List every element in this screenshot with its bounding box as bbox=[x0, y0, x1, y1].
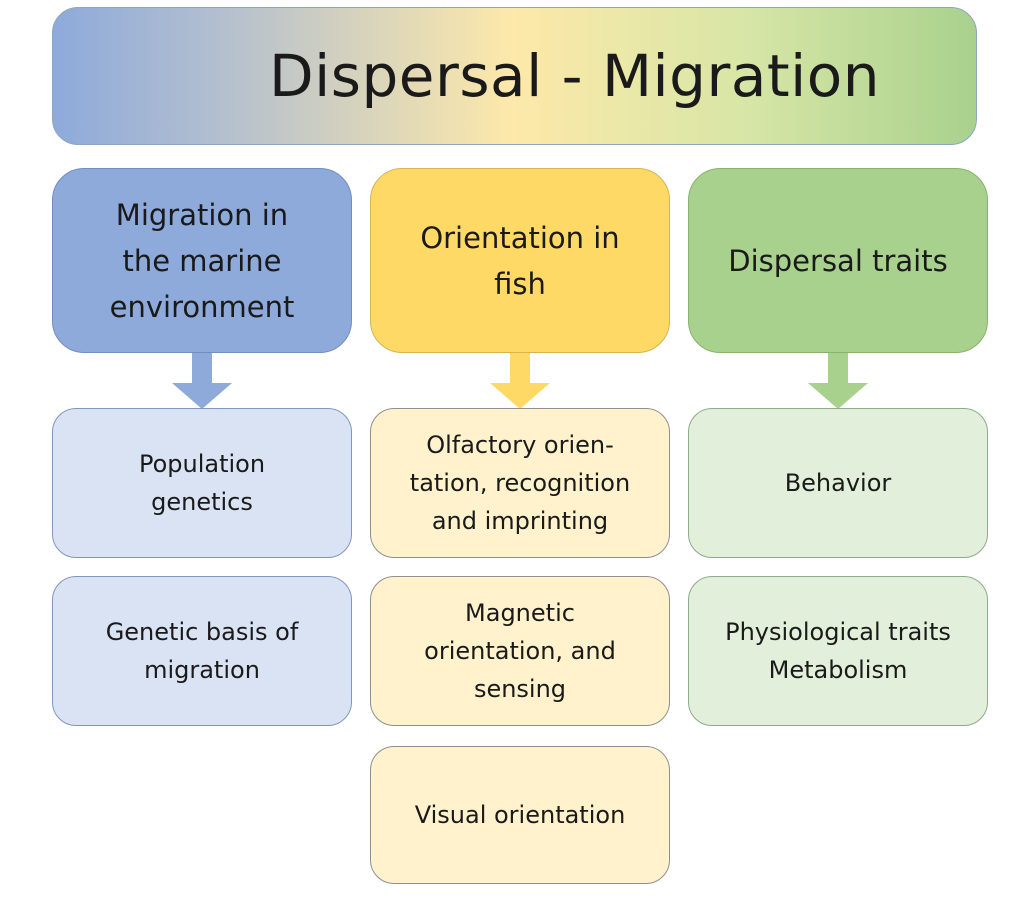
item-behavior: Behavior bbox=[688, 408, 988, 558]
item-line: Physiological traits bbox=[725, 618, 951, 646]
item-line: migration bbox=[144, 656, 260, 684]
diagram-title: Dispersal - Migration bbox=[269, 42, 880, 110]
down-arrow-icon bbox=[808, 353, 868, 409]
heading-line: Migration in bbox=[115, 197, 289, 232]
item-line: genetics bbox=[151, 488, 253, 516]
item-line: and imprinting bbox=[431, 507, 609, 535]
heading-line: fish bbox=[494, 266, 546, 301]
heading-dispersal-traits: Dispersal traits bbox=[688, 168, 988, 353]
title-banner: Dispersal - Migration bbox=[52, 7, 977, 145]
item-line: orientation, and bbox=[424, 637, 616, 665]
item-line: Behavior bbox=[784, 469, 892, 497]
item-visual-orientation: Visual orientation bbox=[370, 746, 670, 884]
heading-line: environment bbox=[109, 289, 295, 324]
item-line: Genetic basis of bbox=[105, 618, 299, 646]
item-genetic-basis: Genetic basis of migration bbox=[52, 576, 352, 726]
item-line: Magnetic bbox=[465, 599, 575, 627]
item-line: Olfactory orien- bbox=[426, 431, 614, 459]
heading-line: the marine bbox=[122, 243, 282, 278]
down-arrow-icon bbox=[172, 353, 232, 409]
heading-line: Dispersal traits bbox=[728, 243, 948, 278]
heading-orientation-fish: Orientation in fish bbox=[370, 168, 670, 353]
item-line: tation, recognition bbox=[409, 469, 631, 497]
item-line: Metabolism bbox=[768, 656, 908, 684]
item-physiological-traits: Physiological traits Metabolism bbox=[688, 576, 988, 726]
item-line: sensing bbox=[473, 675, 567, 703]
item-line: Population bbox=[138, 450, 266, 478]
item-line: Visual orientation bbox=[414, 801, 626, 829]
item-magnetic-orientation: Magnetic orientation, and sensing bbox=[370, 576, 670, 726]
item-population-genetics: Population genetics bbox=[52, 408, 352, 558]
heading-migration-marine: Migration in the marine environment bbox=[52, 168, 352, 353]
item-olfactory-orientation: Olfactory orien- tation, recognition and… bbox=[370, 408, 670, 558]
heading-line: Orientation in bbox=[420, 220, 620, 255]
down-arrow-icon bbox=[490, 353, 550, 409]
